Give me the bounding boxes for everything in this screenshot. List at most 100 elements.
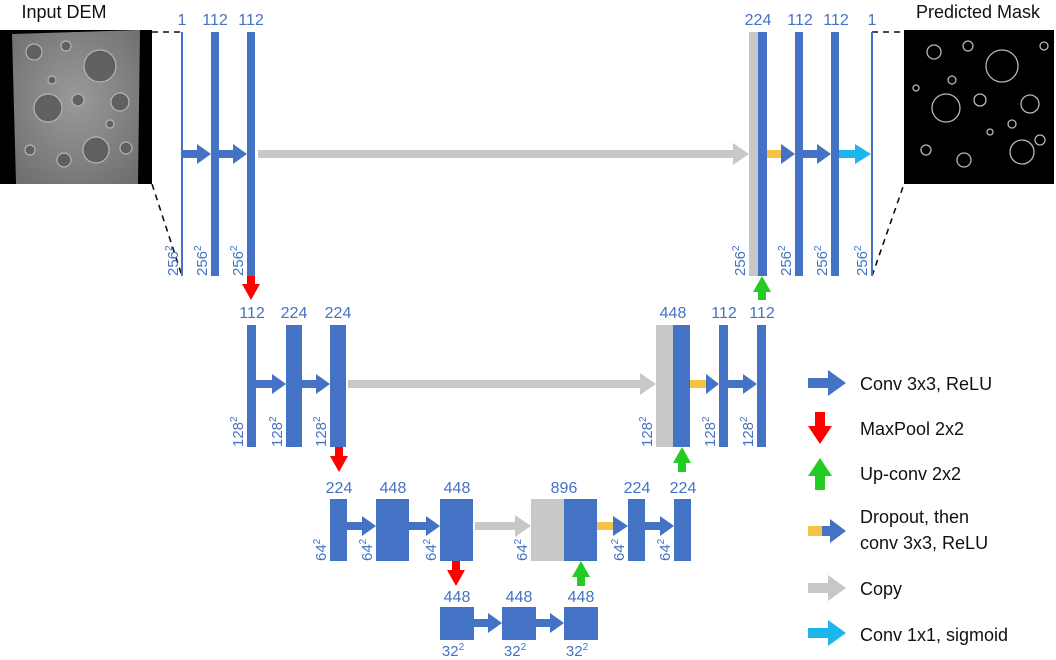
channel-label: 1: [868, 12, 877, 29]
dec2-upconv-bar: [673, 325, 690, 447]
legend-label: Up-conv 2x2: [860, 464, 961, 484]
copy-arrow: [475, 515, 531, 537]
resolution-label: 642: [656, 538, 674, 561]
conv-arrow: [645, 516, 674, 536]
dropout-marker: [690, 380, 706, 388]
resolution-label: 2562: [229, 245, 247, 276]
enc3-conv1-bar: [376, 499, 409, 561]
resolution-label: 2562: [777, 245, 795, 276]
resolution-label: 1282: [229, 416, 247, 447]
channel-label: 448: [444, 589, 471, 606]
enc3-pool-bar: [330, 499, 347, 561]
input-dem-image: [0, 30, 152, 184]
copy-arrow: [348, 373, 656, 395]
copy-arrow: [258, 143, 749, 165]
conv-arrow: [302, 374, 330, 394]
conv-arrow: [347, 516, 376, 536]
conv-arrow: [613, 516, 628, 536]
channel-label: 448: [444, 480, 471, 497]
resolution-label: 2562: [853, 245, 871, 276]
channel-label: 224: [670, 480, 697, 497]
enc2-conv1-bar: [286, 325, 302, 447]
channel-label: 448: [380, 480, 407, 497]
dec1-conv2-bar: [831, 32, 839, 276]
bottleneck-conv1-bar: [502, 607, 536, 640]
dec2-copy-bar: [656, 325, 673, 447]
upconv-arrow: [753, 276, 771, 300]
conv-arrow: [781, 144, 795, 164]
dropout-marker: [767, 150, 781, 158]
legend: Conv 3x3, ReLU MaxPool 2x2 Up-conv 2x2 D…: [808, 370, 1008, 646]
yellow-blue-arrow-icon: [822, 519, 846, 543]
channel-label: 112: [749, 305, 775, 322]
channel-label: 112: [239, 305, 265, 322]
yellow-dropout-icon: [808, 526, 822, 536]
dec1-upconv-bar: [758, 32, 767, 276]
dec2-conv2-bar: [757, 325, 766, 447]
channel-label: 224: [745, 12, 772, 29]
channel-label: 448: [660, 305, 687, 322]
level-4: 448 448 448 322 322 322: [440, 589, 598, 660]
level-3: 224 448 448 896 224 224: [326, 480, 697, 586]
channel-label: 112: [202, 12, 228, 29]
input-connector-bottom: [151, 183, 183, 277]
resolution-label: 642: [358, 538, 376, 561]
enc2-conv2-bar: [330, 325, 346, 447]
output-layer-bar: [871, 32, 873, 276]
green-up-arrow-icon: [808, 458, 832, 490]
dec3-copy-bar: [531, 499, 564, 561]
channel-label: 1: [178, 12, 187, 29]
sigmoid-arrow: [839, 144, 871, 164]
resolution-label: 642: [610, 538, 628, 561]
conv-arrow: [219, 144, 247, 164]
resolution-label: 1282: [638, 416, 656, 447]
upconv-arrow: [572, 561, 590, 586]
conv-arrow: [728, 374, 757, 394]
resolution-label: 642: [312, 538, 330, 561]
conv-arrow: [536, 613, 564, 633]
conv-arrow: [409, 516, 440, 536]
predicted-mask-image: [904, 30, 1054, 184]
resolution-label: 642: [422, 538, 440, 561]
legend-label: Copy: [860, 579, 902, 599]
conv-arrow: [706, 374, 719, 394]
channel-label: 112: [238, 12, 264, 29]
channel-label: 112: [787, 12, 813, 29]
channel-label: 224: [325, 305, 352, 322]
legend-label: Conv 3x3, ReLU: [860, 374, 992, 394]
resolution-label: 2562: [731, 245, 749, 276]
legend-label: conv 3x3, ReLU: [860, 533, 988, 553]
dec3-conv1-bar: [628, 499, 645, 561]
resolution-label: 322: [442, 642, 465, 660]
conv-arrow: [183, 144, 211, 164]
maxpool-arrow: [242, 276, 260, 300]
channel-label: 224: [624, 480, 651, 497]
predicted-mask-label: Predicted Mask: [916, 2, 1041, 22]
channel-label: 896: [551, 480, 578, 497]
bottleneck-pool-bar: [440, 607, 474, 640]
level-2: 112 224 224 448 112 112: [239, 305, 775, 472]
bottleneck-conv2-bar: [564, 607, 598, 640]
enc2-pool-bar: [247, 325, 256, 447]
blue-arrow-icon: [808, 370, 846, 396]
dec1-copy-bar: [749, 32, 758, 276]
red-down-arrow-icon: [808, 412, 832, 444]
gray-arrow-icon: [808, 575, 846, 601]
maxpool-arrow: [330, 447, 348, 472]
channel-label: 448: [568, 589, 595, 606]
conv-arrow: [803, 144, 831, 164]
legend-label: MaxPool 2x2: [860, 419, 964, 439]
resolution-label: 322: [566, 642, 589, 660]
channel-label: 112: [711, 305, 737, 322]
channel-label: 224: [281, 305, 308, 322]
level-1: 1 112 112 224 112 112 1: [178, 12, 877, 300]
legend-label: Conv 1x1, sigmoid: [860, 625, 1008, 645]
channel-label: 112: [823, 12, 849, 29]
resolution-label: 2562: [193, 245, 211, 276]
maxpool-arrow: [447, 561, 465, 586]
resolution-label: 1282: [268, 416, 286, 447]
resolution-label: 2562: [813, 245, 831, 276]
resolution-label: 642: [513, 538, 531, 561]
dropout-marker: [597, 522, 613, 530]
